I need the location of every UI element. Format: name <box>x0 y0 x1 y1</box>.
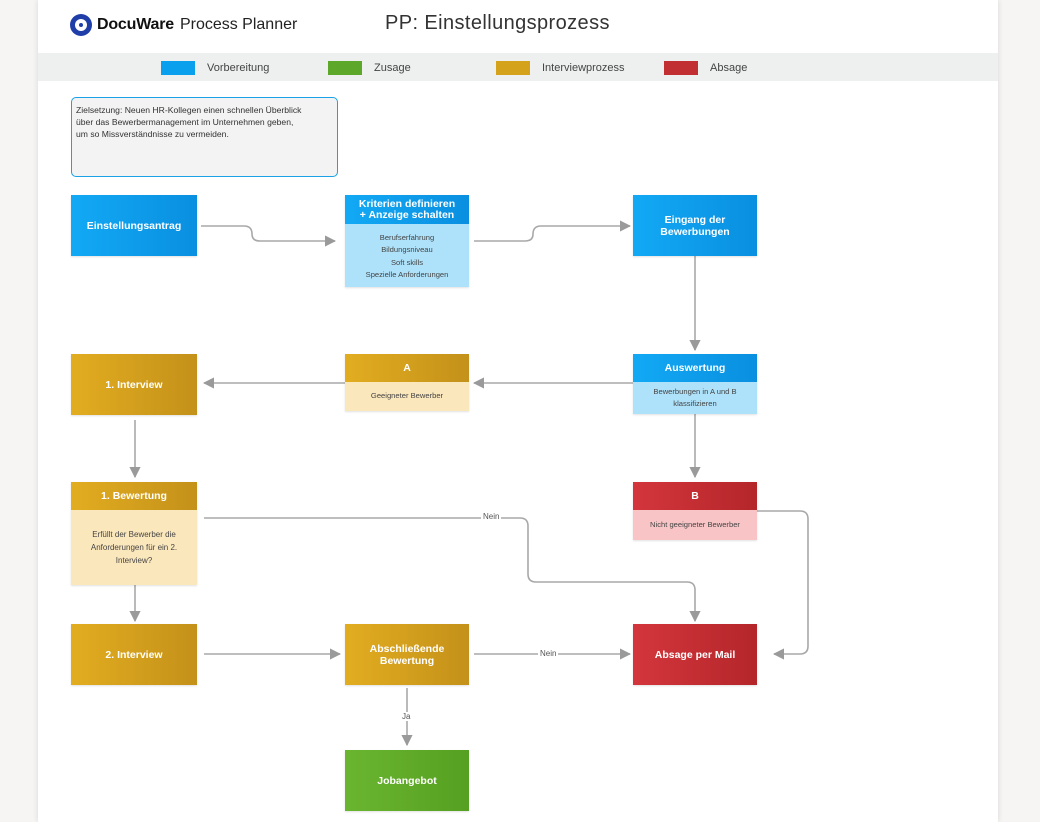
node-gruppe-a[interactable]: A Geeigneter Bewerber <box>345 354 469 411</box>
node-detail: Soft skills <box>390 257 424 267</box>
edge-label-nein: Nein <box>538 649 559 658</box>
process-sheet: DocuWare Process Planner PP: Einstellung… <box>38 0 998 822</box>
goal-line: über das Bewerbermanagement im Unternehm… <box>76 117 294 127</box>
node-title: 1. Bewertung <box>101 489 167 502</box>
node-detail: Geeigneter Bewerber <box>370 391 444 401</box>
legend-swatch-gold <box>496 61 530 75</box>
node-detail: Nicht geeigneter Bewerber <box>650 519 740 529</box>
logo-brand: DocuWare <box>97 16 174 33</box>
header: DocuWare Process Planner PP: Einstellung… <box>38 0 998 52</box>
node-title: 1. Interview <box>105 378 163 391</box>
node-title: Jobangebot <box>377 774 437 787</box>
node-kriterien[interactable]: Kriterien definieren + Anzeige schalten … <box>345 195 469 287</box>
node-title-line: + Anzeige schalten <box>359 208 455 221</box>
legend-item-interviewprozess: Interviewprozess <box>496 60 625 76</box>
legend-item-zusage: Zusage <box>328 60 411 76</box>
node-interview2[interactable]: 2. Interview <box>71 624 197 685</box>
node-detail: Erfüllt der Bewerber die <box>92 530 176 539</box>
edge-einstellungsantrag-kriterien <box>201 225 337 247</box>
node-interview1[interactable]: 1. Interview <box>71 354 197 415</box>
docuware-logo-icon <box>70 14 92 36</box>
node-details: Erfüllt der Bewerber die Anforderungen f… <box>71 510 197 585</box>
edge-label-nein: Nein <box>481 512 502 521</box>
node-auswertung[interactable]: Auswertung Bewerbungen in A und B klassi… <box>633 354 757 414</box>
node-title-line: Bewerbungen <box>660 225 730 238</box>
node-details: Bewerbungen in A und B klassifizieren <box>633 382 757 414</box>
legend-label: Zusage <box>374 62 411 74</box>
node-detail: Spezielle Anforderungen <box>365 270 449 279</box>
node-title: Einstellungsantrag <box>86 219 182 232</box>
node-header: Kriterien definieren + Anzeige schalten <box>345 195 469 224</box>
node-title-line: Kriterien definieren <box>358 197 456 210</box>
goal-line: Zielsetzung: Neuen HR-Kollegen einen sch… <box>76 105 302 115</box>
node-detail: Interview? <box>115 556 153 565</box>
node-bewertung1[interactable]: 1. Bewertung Erfüllt der Bewerber die An… <box>71 482 197 585</box>
node-details: Geeigneter Bewerber <box>345 382 469 411</box>
goal-line: um so Missverständnisse zu vermeiden. <box>76 129 229 139</box>
page-title: PP: Einstellungsprozess <box>385 12 610 34</box>
legend-label: Interviewprozess <box>542 62 625 74</box>
node-detail: Bildungsniveau <box>381 245 433 254</box>
legend-swatch-green <box>328 61 362 75</box>
docuware-logo[interactable]: DocuWare Process Planner <box>70 13 297 37</box>
edge-label-ja: Ja <box>400 712 413 721</box>
legend-swatch-red <box>664 61 698 75</box>
node-detail: klassifizieren <box>673 399 717 408</box>
node-details: Nicht geeigneter Bewerber <box>633 510 757 540</box>
node-title: 2. Interview <box>105 648 163 661</box>
edge-bewertung1-absage-nein <box>204 517 701 623</box>
legend-swatch-blue <box>161 61 195 75</box>
node-eingang-bewerbungen[interactable]: Eingang der Bewerbungen <box>633 195 757 256</box>
node-header: A <box>345 354 469 382</box>
goal-note[interactable]: Zielsetzung: Neuen HR-Kollegen einen sch… <box>71 97 338 177</box>
legend: Vorbereitung Zusage Interviewprozess Abs… <box>38 53 998 81</box>
node-gruppe-b[interactable]: B Nicht geeigneter Bewerber <box>633 482 757 540</box>
node-einstellungsantrag[interactable]: Einstellungsantrag <box>71 195 197 256</box>
node-header: 1. Bewertung <box>71 482 197 510</box>
legend-item-absage: Absage <box>664 60 747 76</box>
node-title: B <box>691 489 699 502</box>
edge-b-absage <box>757 510 809 660</box>
node-details: Berufserfahrung Bildungsniveau Soft skil… <box>345 224 469 288</box>
node-title-line: Eingang der <box>664 213 726 226</box>
legend-label: Vorbereitung <box>207 62 270 74</box>
node-absage-per-mail[interactable]: Absage per Mail <box>633 624 757 685</box>
node-detail: Bewerbungen in A und B <box>653 386 737 396</box>
node-title-line: Abschließende <box>369 642 445 655</box>
node-header: Auswertung <box>633 354 757 382</box>
node-title-line: Bewertung <box>379 654 435 667</box>
node-title: Absage per Mail <box>654 648 736 661</box>
logo-product: Process Planner <box>179 16 298 33</box>
node-header: B <box>633 482 757 510</box>
node-title: A <box>403 361 411 374</box>
legend-label: Absage <box>710 62 748 74</box>
edge-kriterien-eingang <box>474 220 632 242</box>
legend-item-vorbereitung: Vorbereitung <box>161 60 269 76</box>
node-detail: Berufserfahrung <box>379 232 435 242</box>
node-abschliessende-bewertung[interactable]: Abschließende Bewertung <box>345 624 469 685</box>
node-detail: Anforderungen für ein 2. <box>90 543 178 552</box>
node-jobangebot[interactable]: Jobangebot <box>345 750 469 811</box>
node-title: Auswertung <box>664 361 726 374</box>
